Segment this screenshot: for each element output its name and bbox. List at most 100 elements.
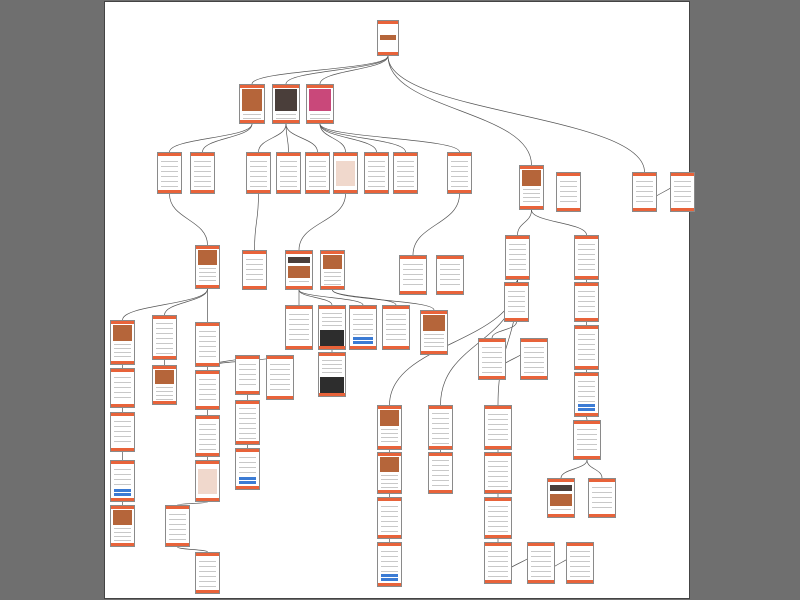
wireframe-screen-profile[interactable] [285, 250, 313, 290]
wireframe-screen-photo-feed[interactable] [195, 245, 220, 289]
screen-text-line [381, 429, 398, 430]
wireframe-screen-form[interactable] [110, 412, 135, 452]
wireframe-screen-grid[interactable] [235, 400, 260, 445]
screen-text-line [199, 561, 216, 562]
wireframe-screen-form[interactable] [246, 152, 271, 194]
wireframe-screen-form-blue[interactable] [110, 460, 135, 502]
wireframe-screen-form[interactable] [110, 368, 135, 408]
screen-text-line [381, 526, 398, 527]
wireframe-screen-keyboard[interactable] [318, 305, 346, 350]
wireframe-screen-photo-feed[interactable] [519, 165, 544, 210]
wireframe-screen-photo-feed[interactable] [110, 320, 135, 365]
screen-text-line [424, 334, 444, 335]
connector-layer [122, 55, 683, 585]
wireframe-screen-form[interactable] [670, 172, 695, 212]
wireframe-screen-photo-dark[interactable] [272, 84, 300, 124]
wireframe-screen-form[interactable] [574, 282, 599, 322]
wireframe-screen-form[interactable] [484, 405, 512, 450]
wireframe-screen-photo-feed[interactable] [377, 405, 402, 450]
wireframe-screen-form[interactable] [195, 322, 220, 367]
screen-text-line [424, 338, 444, 339]
wireframe-screen-form[interactable] [504, 282, 529, 322]
screen-text-line [322, 313, 342, 314]
wireframe-screen-form[interactable] [382, 305, 410, 350]
wireframe-screen-form-blue[interactable] [235, 448, 260, 490]
screen-text-line [280, 171, 297, 172]
wireframe-screen-map[interactable] [195, 460, 220, 502]
wireframe-screen-form[interactable] [505, 235, 530, 280]
wireframe-screen-form[interactable] [157, 152, 182, 194]
wireframe-screen-form-blue[interactable] [574, 372, 599, 417]
wireframe-screen-list[interactable] [428, 405, 453, 450]
screen-text-line [560, 181, 577, 182]
wireframe-screen-form[interactable] [527, 542, 555, 584]
screen-text-line [523, 201, 540, 202]
screen-text-line [246, 264, 263, 265]
screen-action-button [528, 580, 554, 583]
wireframe-screen-form[interactable] [520, 338, 548, 380]
wireframe-screen-photo-feed[interactable] [377, 452, 402, 494]
wireframe-screen-form[interactable] [195, 552, 220, 594]
wireframe-screen-form[interactable] [266, 355, 294, 400]
wireframe-screen-form[interactable] [484, 497, 512, 539]
wireframe-screen-map[interactable] [333, 152, 358, 194]
screen-avatar [288, 257, 310, 263]
wireframe-screen-form[interactable] [195, 415, 220, 457]
wireframe-screen-form[interactable] [305, 152, 330, 194]
wireframe-screen-form[interactable] [377, 497, 402, 539]
flow-connector [177, 546, 208, 553]
wireframe-screen-form[interactable] [632, 172, 657, 212]
screen-text-line [353, 324, 373, 325]
screen-text-line [324, 272, 341, 273]
wireframe-screen-photo-feed[interactable] [110, 505, 135, 547]
wireframe-screen-form[interactable] [573, 420, 601, 460]
wireframe-screen-form[interactable] [285, 305, 313, 350]
wireframe-screen-list[interactable] [428, 452, 453, 494]
wireframe-screen-form[interactable] [436, 255, 464, 295]
wireframe-screen-form[interactable] [364, 152, 389, 194]
wireframe-screen-form[interactable] [574, 325, 599, 370]
wireframe-screen-splash[interactable] [377, 20, 399, 56]
wireframe-screen-form[interactable] [393, 152, 418, 194]
wireframe-screen-photo-feed[interactable] [320, 250, 345, 290]
wireframe-screen-list[interactable] [152, 315, 177, 360]
wireframe-screen-photo[interactable] [239, 84, 265, 124]
screen-header-bar [243, 251, 266, 254]
wireframe-screen-form[interactable] [447, 152, 472, 194]
screen-text-line [397, 181, 414, 182]
wireframe-screen-form[interactable] [190, 152, 215, 194]
screen-text-line [451, 166, 468, 167]
wireframe-screen-photo-feed[interactable] [420, 310, 448, 355]
wireframe-screen-form[interactable] [566, 542, 594, 584]
wireframe-screen-photo-pink[interactable] [306, 84, 334, 124]
wireframe-screen-form[interactable] [556, 172, 581, 212]
wireframe-screen-form[interactable] [484, 542, 512, 584]
wireframe-screen-form[interactable] [276, 152, 301, 194]
screen-text-line [250, 171, 267, 172]
screen-action-button [575, 413, 598, 416]
wireframe-screen-keyboard[interactable] [318, 352, 346, 397]
screen-header-bar [378, 453, 401, 456]
screen-text-line [246, 269, 263, 270]
wireframe-screen-form-blue[interactable] [349, 305, 377, 350]
screen-header-bar [319, 306, 345, 309]
wireframe-screen-form[interactable] [242, 250, 267, 290]
screen-text-line [531, 576, 551, 577]
screen-action-button [196, 285, 219, 288]
wireframe-screen-profile[interactable] [547, 478, 575, 518]
wireframe-screen-form[interactable] [574, 235, 599, 280]
wireframe-screen-form-blue[interactable] [377, 542, 402, 587]
wireframe-screen-form[interactable] [165, 505, 190, 547]
wireframe-screen-form[interactable] [195, 370, 220, 410]
screen-action-button [321, 286, 344, 289]
wireframe-screen-photo-feed[interactable] [152, 365, 177, 405]
wireframe-screen-form[interactable] [399, 255, 427, 295]
flow-canvas[interactable] [105, 2, 695, 598]
screen-text-line [451, 181, 468, 182]
wireframe-screen-form[interactable] [588, 478, 616, 518]
wireframe-screen-form[interactable] [478, 338, 506, 380]
wireframe-screen-form[interactable] [235, 355, 260, 395]
screen-list-row [432, 433, 449, 434]
flow-connector [202, 123, 253, 153]
wireframe-screen-form[interactable] [484, 452, 512, 494]
